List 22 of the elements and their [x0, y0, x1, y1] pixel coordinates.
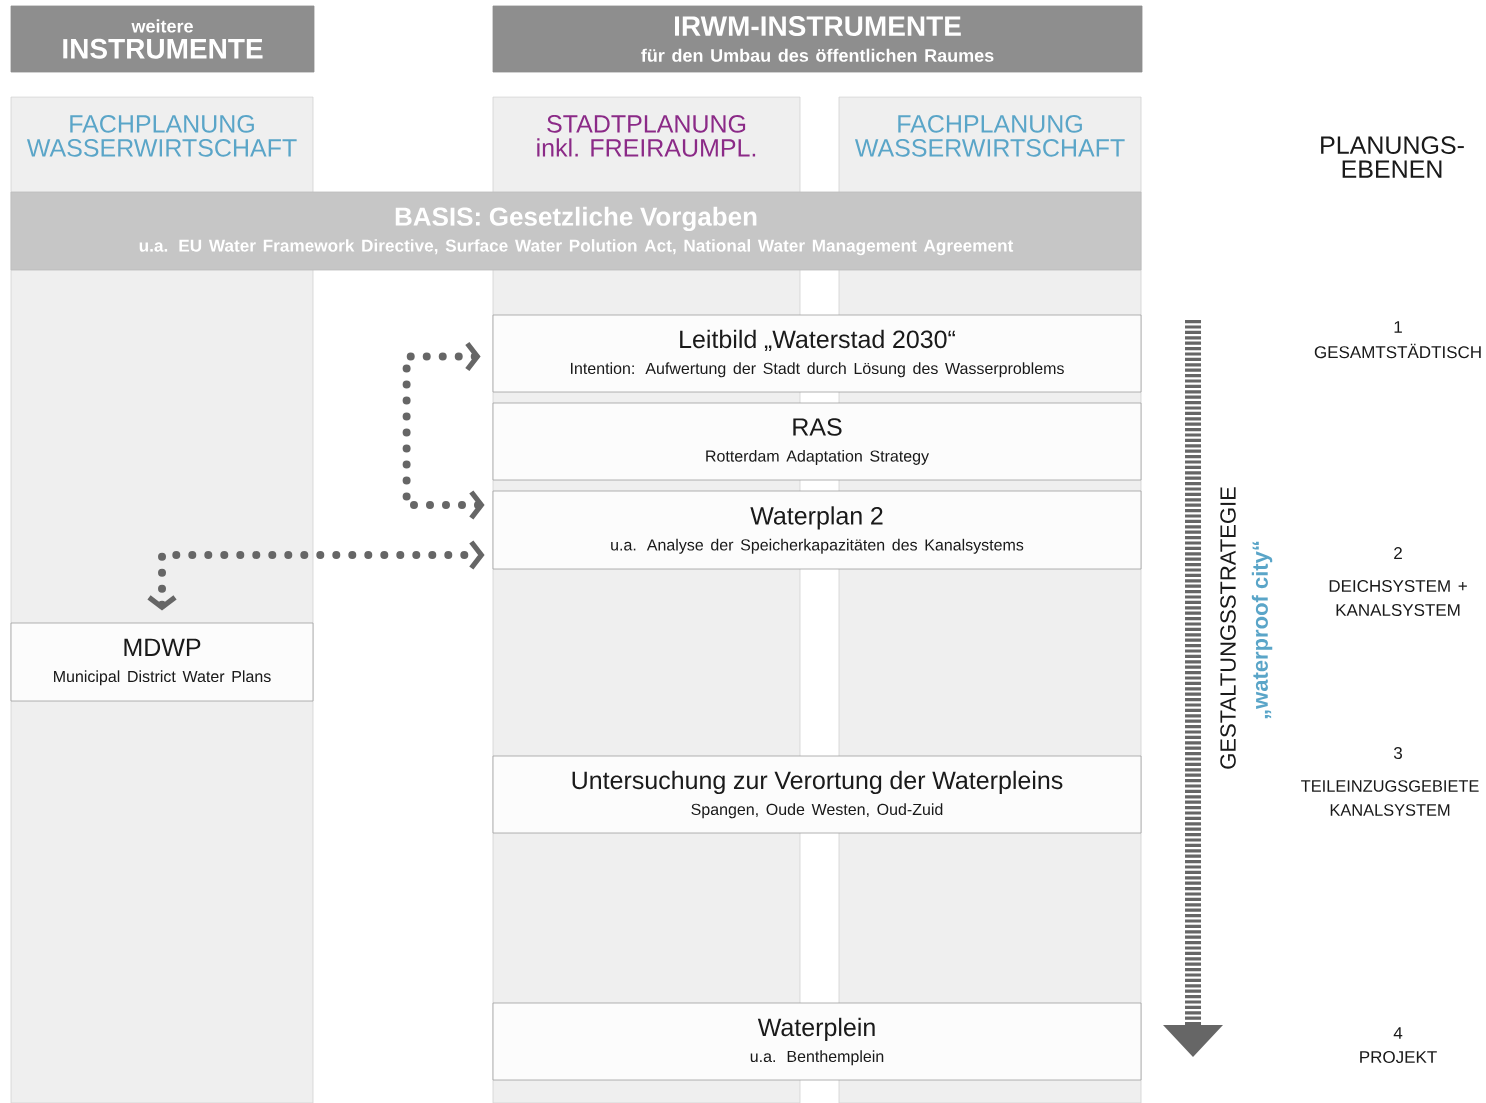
process-box: Leitbild „Waterstad 2030“ Intention: Aufwertung der Stadt durch Lösung des Wasserproblems — [492, 314, 1142, 393]
process-box: RAS Rotterdam Adaptation Strategy — [492, 402, 1142, 481]
header-box: IRWM-INSTRUMENTE für den Umbau des öffentlichen Raumes — [492, 5, 1143, 73]
level-label: DEICHSYSTEM + KANALSYSTEM — [1329, 580, 1467, 616]
strategy-label: „waterproof city“ — [1251, 541, 1273, 719]
process-box: MDWP Municipal District Water Plans — [10, 622, 314, 702]
level-label: GESAMTSTÄDTISCH — [1314, 343, 1481, 359]
level-number: 3 — [1393, 747, 1402, 759]
process-box: Untersuchung zur Verortung der Waterpleins Spangen, Oude Westen, Oud-Zuid — [492, 755, 1142, 834]
dotted-arrow — [402, 341, 485, 520]
dotted-arrow — [147, 540, 485, 611]
level-label: PROJEKT — [1360, 1051, 1437, 1063]
process-box: Waterplein u.a. Benthemplein — [492, 1002, 1142, 1081]
basis-band: BASIS: Gesetzliche Vorgaben u.a. EU Water Framework Directive, Surface Water Polution Act, National Water Management Agreement — [10, 191, 1142, 271]
header-box: weitere INSTRUMENTE — [10, 5, 315, 73]
level-number: 4 — [1393, 1027, 1403, 1039]
process-box: Waterplan 2 u.a. Analyse der Speicherkapazitäten des Kanalsystems — [492, 490, 1142, 570]
level-label: TEILEINZUGSGEBIETE KANALSYSTEM — [1301, 780, 1479, 816]
level-number: 1 — [1394, 321, 1402, 333]
level-number: 2 — [1394, 547, 1402, 559]
strategy-label: GESTALTUNGSSTRATEGIE — [1220, 487, 1236, 769]
heading-label: PLANUNGS- EBENEN — [1321, 136, 1464, 178]
